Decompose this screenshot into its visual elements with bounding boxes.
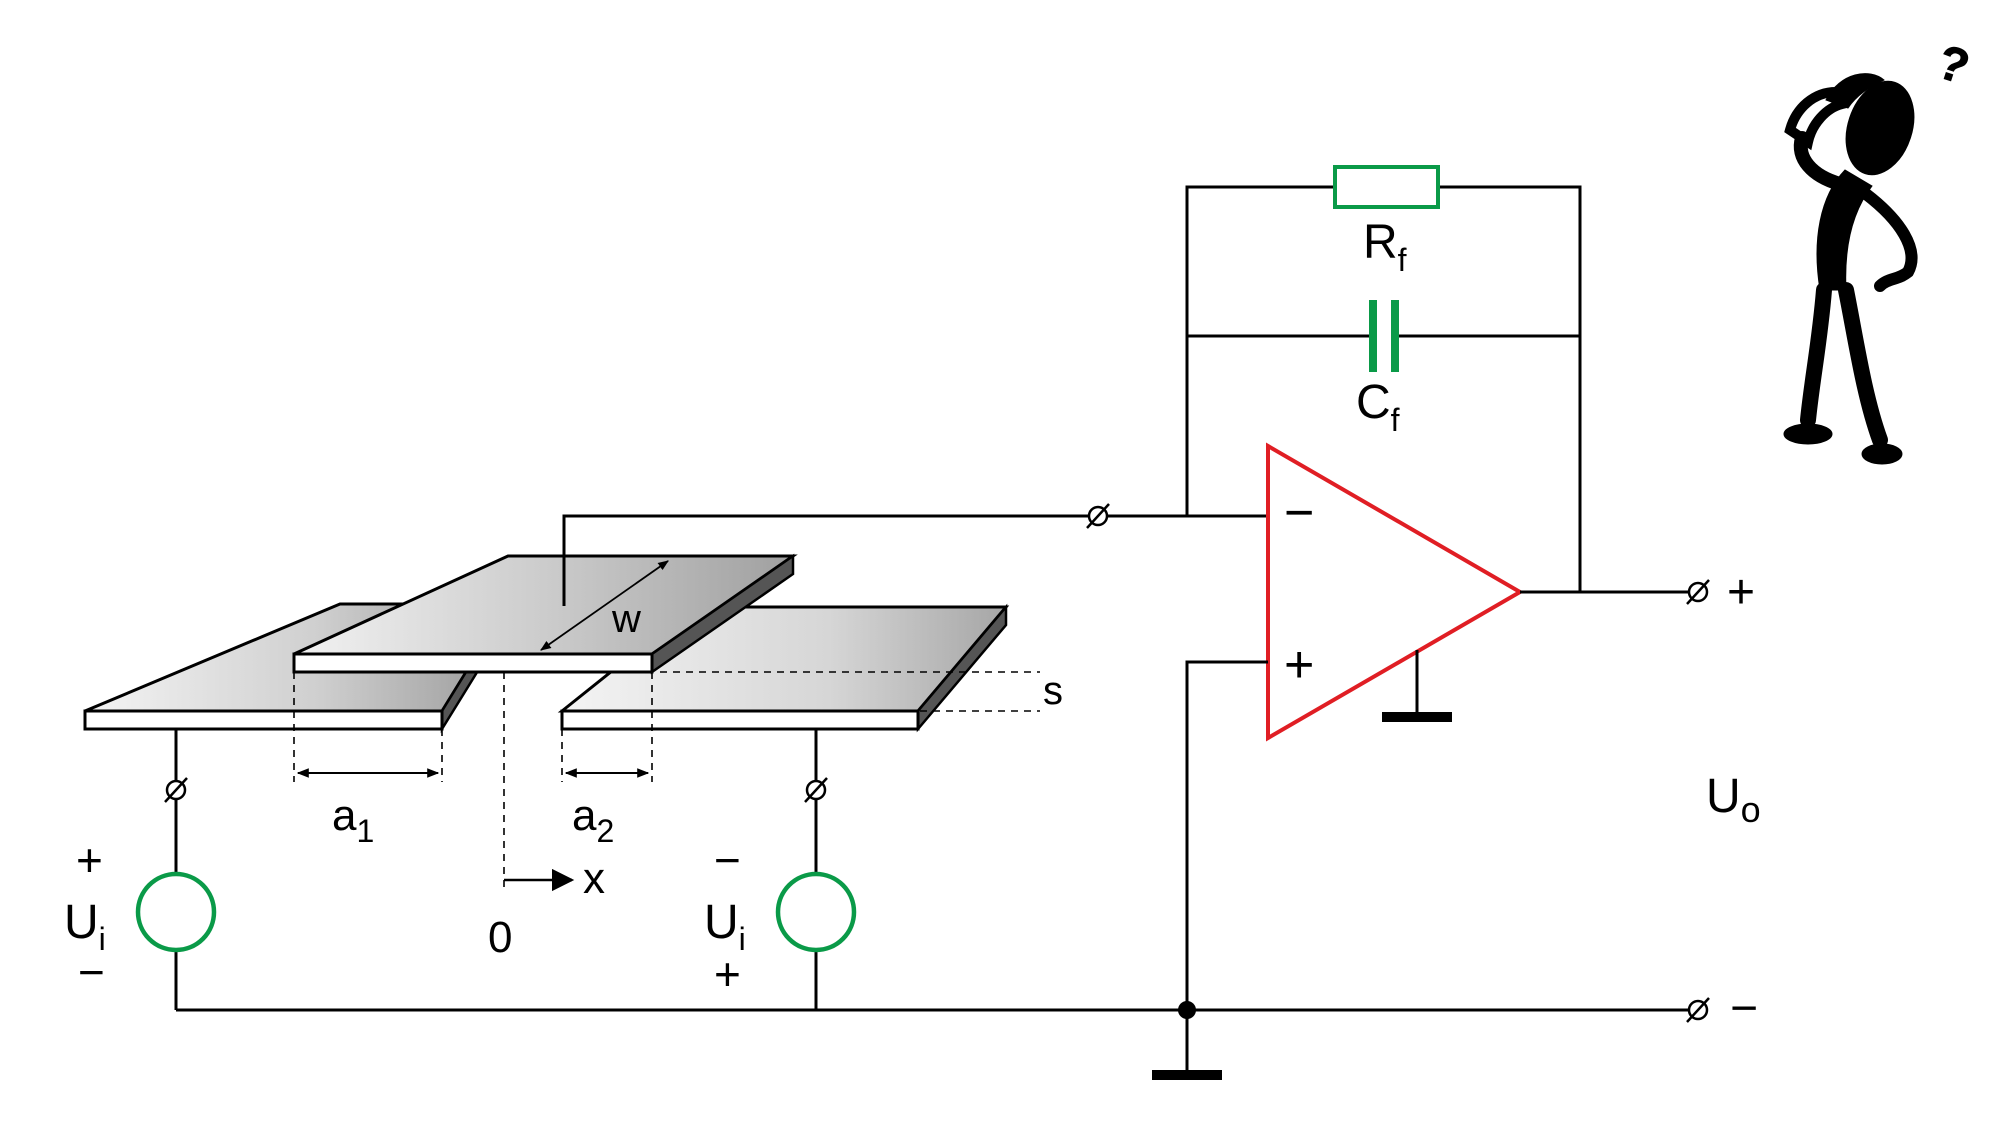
left-source-top-polarity: + — [76, 834, 103, 886]
a2-label: a2 — [572, 791, 614, 849]
s-label: s — [1043, 669, 1063, 713]
sense-wire — [562, 514, 1090, 606]
right-source-top-polarity: − — [714, 834, 741, 886]
w-label: w — [611, 597, 641, 641]
op-amp — [1266, 442, 1524, 742]
left-source-label: Ui — [64, 896, 106, 957]
feedback-capacitor — [1369, 300, 1399, 372]
main-ground-symbol — [1152, 1070, 1222, 1080]
thinking-figure-illustration: ? — [1783, 35, 1976, 465]
origin-zero-label: 0 — [488, 913, 512, 962]
feedback-resistor — [1333, 165, 1440, 209]
output-minus-terminal — [1686, 997, 1710, 1023]
sense-terminal — [1086, 503, 1110, 529]
left-source-wiring — [164, 729, 188, 1010]
left-source-bottom-polarity: − — [78, 946, 105, 998]
right-voltage-source — [775, 871, 857, 953]
left-voltage-source — [135, 871, 217, 953]
output-minus-sign: − — [1730, 982, 1758, 1035]
right-source-bottom-polarity-sign: + — [714, 948, 741, 1000]
op-amp-inverting-sign: − — [1284, 484, 1314, 542]
rf-label: Rf — [1363, 216, 1407, 278]
a2-dimension — [561, 672, 653, 782]
op-amp-noninverting-sign: + — [1284, 636, 1314, 694]
output-plus-terminal — [1686, 579, 1710, 605]
feedback-network — [1185, 185, 1582, 592]
uo-label: Uo — [1706, 770, 1761, 830]
x-label: x — [583, 854, 605, 903]
cf-label: Cf — [1356, 376, 1400, 438]
output-plus-sign: + — [1727, 566, 1755, 619]
question-mark-icon: ? — [1931, 36, 1975, 95]
right-source-wiring — [804, 729, 828, 1010]
a1-label: a1 — [332, 791, 374, 849]
w-dimension-arrow — [540, 560, 669, 651]
right-source-label: Ui — [704, 896, 746, 957]
a1-dimension — [293, 672, 443, 782]
op-amp-ground-symbol — [1382, 712, 1452, 722]
noninverting-wire — [1185, 660, 1268, 1010]
